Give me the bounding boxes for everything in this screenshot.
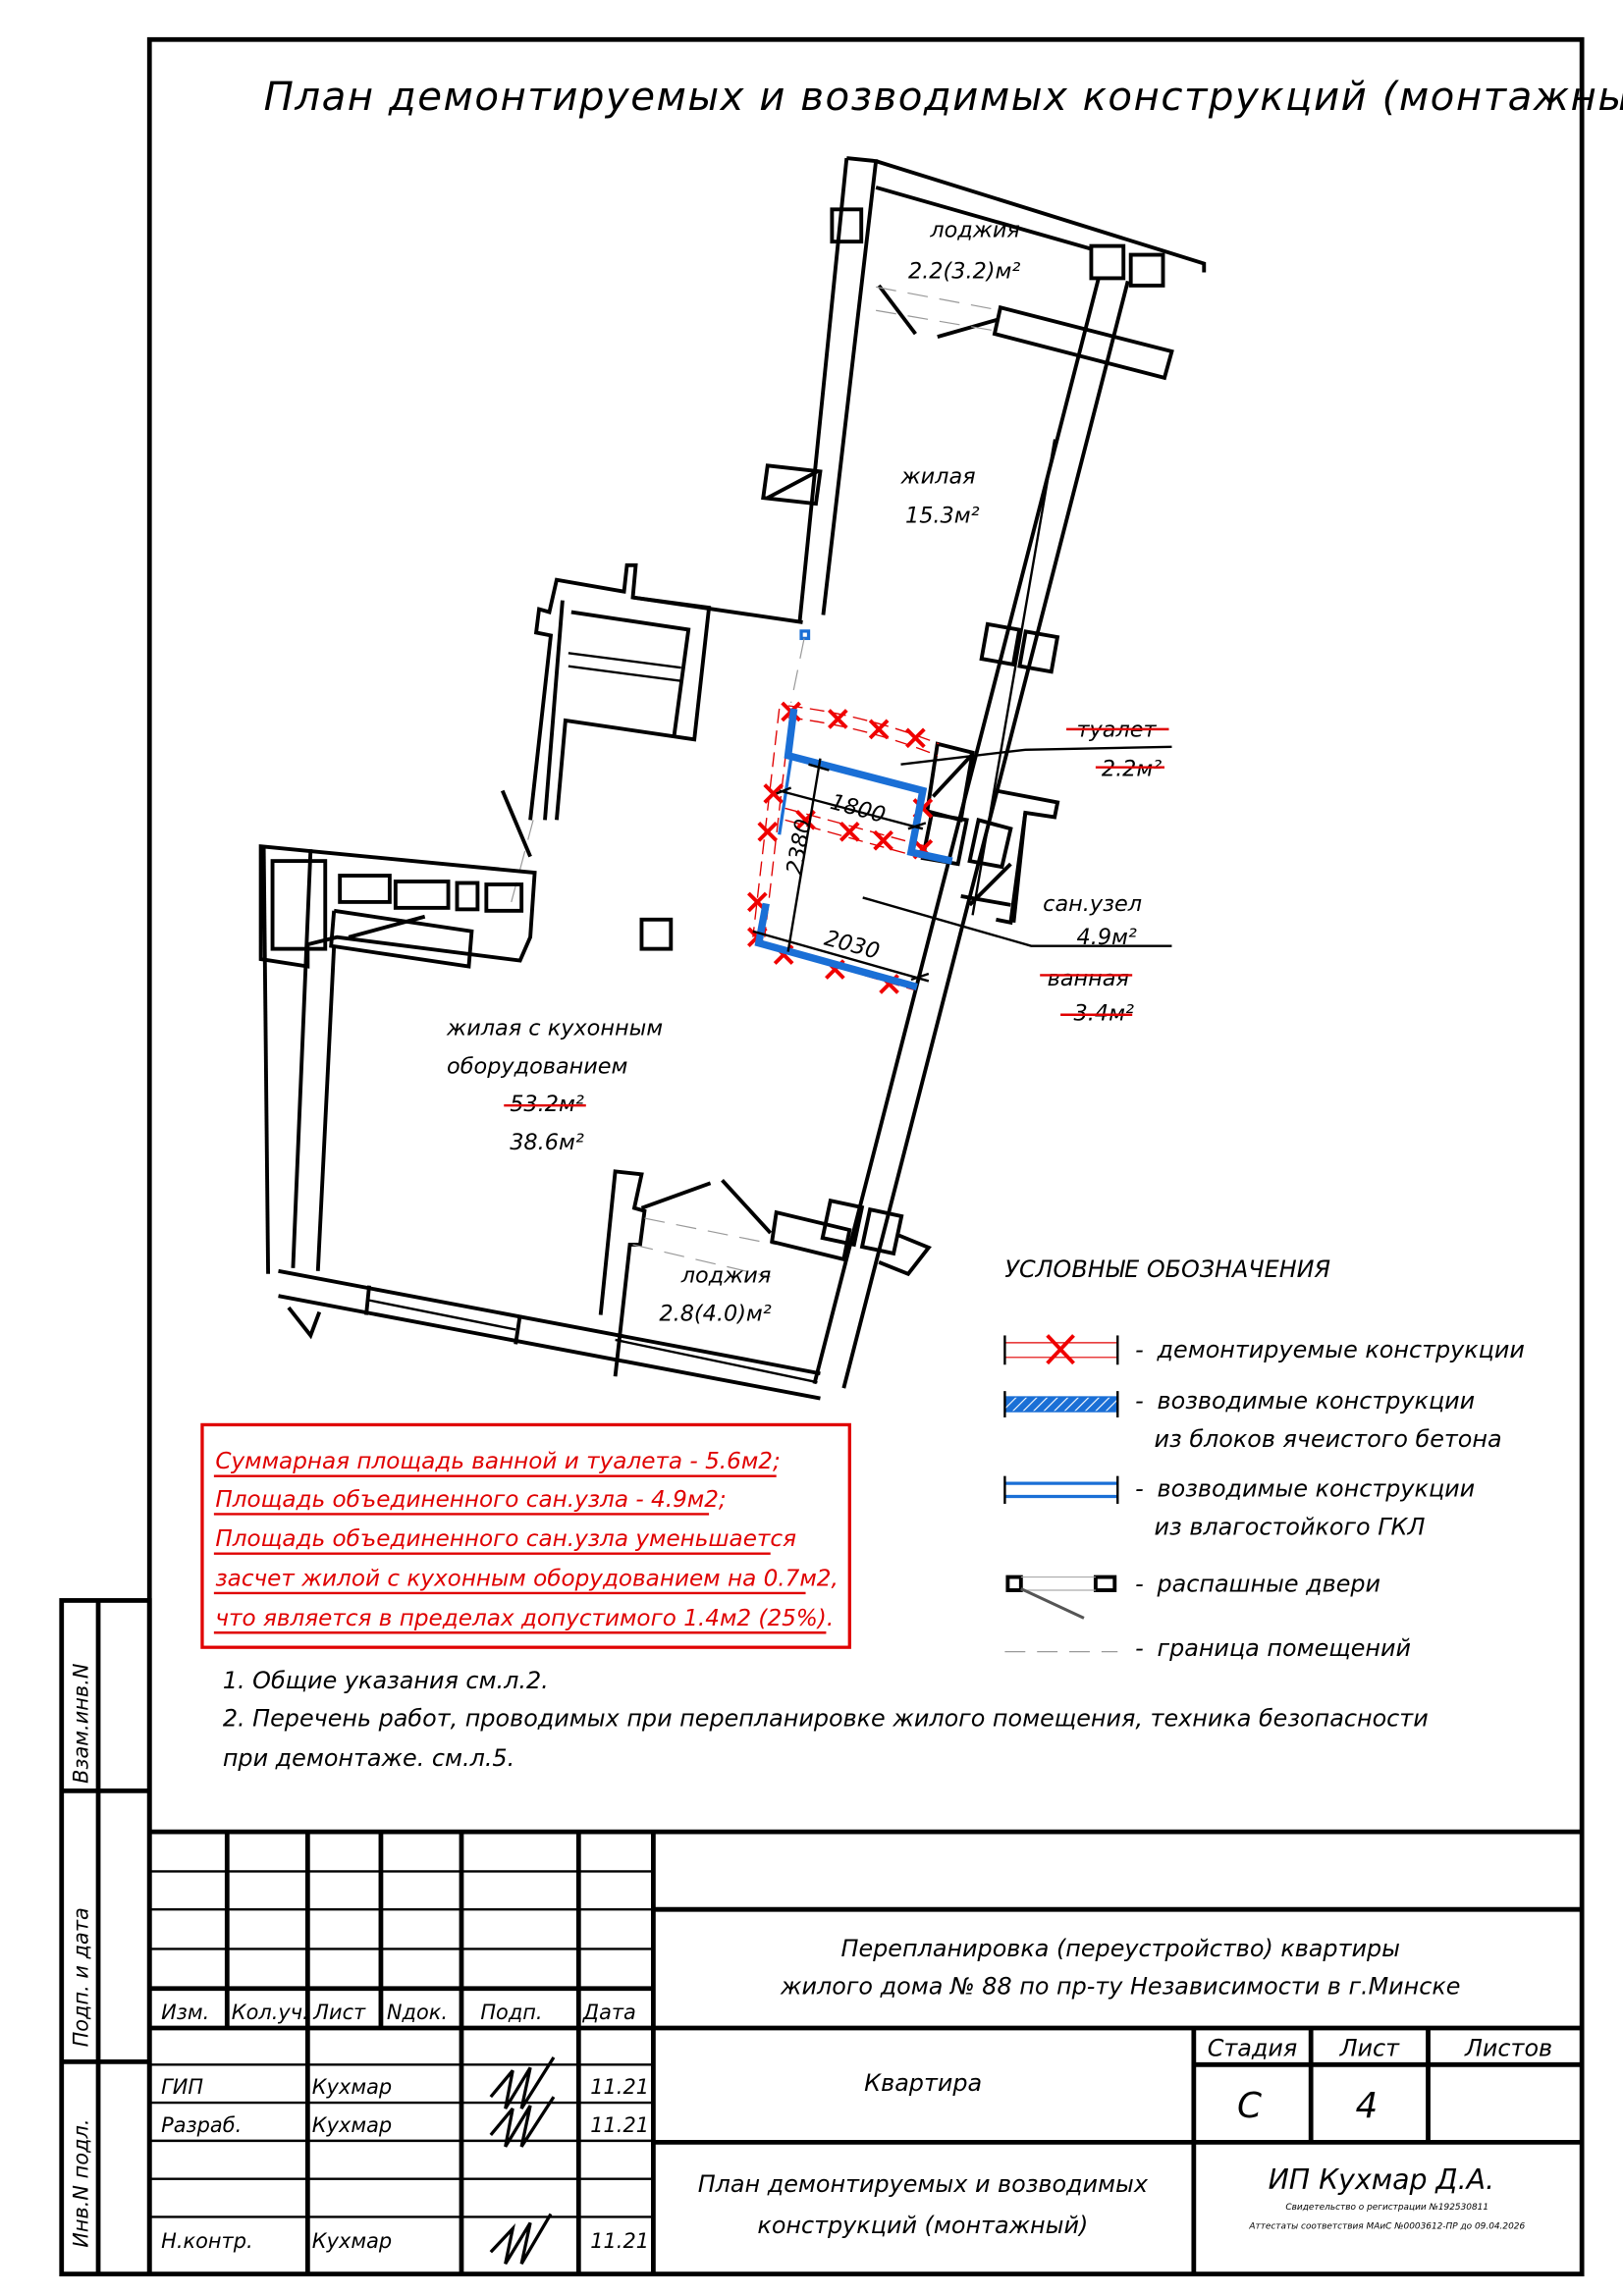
signer-role-nkontr: Н.контр. [161,2229,252,2253]
header-izm: Изм. [161,2001,209,2024]
header-podp: Подп. [480,2001,542,2024]
object-name: Квартира [864,2069,982,2097]
legend-dash: - [1135,1336,1144,1363]
company-registration: Свидетельство о регистрации №192530811 [1285,2203,1488,2213]
title-block-grid [149,1829,1583,2274]
legend-item-gkl-2: из влагостойкого ГКЛ [1155,1513,1426,1540]
new-walls [754,629,953,991]
stamp-vzam-inv: Взам.инв.N [70,1663,93,1784]
sheet-header: Лист [1339,2034,1401,2061]
room-kitchen-name-2: оборудованием [447,1053,627,1079]
signature-razrab [489,2096,556,2148]
project-line-1: Перепланировка (переустройство) квартиры [841,1935,1400,1962]
room-loggia-bottom-name: лоджия [680,1263,772,1289]
room-kitchen-name-1: жилая с кухонным [446,1016,663,1041]
room-toilet-area: 2.2м² [1102,757,1162,782]
company-attestation: Аттестаты соответствия МАиС №0003612-ПР … [1248,2221,1525,2231]
legend-title: УСЛОВНЫЕ ОБОЗНАЧЕНИЯ [1004,1255,1330,1283]
legend-dash: - [1135,1570,1144,1597]
stage-header: Стадия [1208,2034,1298,2061]
project-line-2: жилого дома № 88 по пр-ту Независимости … [780,1973,1460,2001]
header-list: Лист [312,2001,366,2024]
header-data: Дата [582,2001,636,2024]
signer-name-nkontr: Кухмар [312,2229,392,2253]
demolition-x-mark [905,727,926,749]
legend-symbol-aerated-concrete [1003,1391,1119,1417]
dimension-2380: 2380 [782,818,816,878]
demolition-x-mark [839,821,860,842]
signer-date-nkontr: 11.21 [590,2229,649,2253]
sheet-title-line-2: конструкций (монтажный) [757,2212,1088,2239]
demolition-x-mark [757,821,779,842]
sheet-frame [59,36,1585,2277]
stage-value: С [1237,2086,1262,2126]
legend-symbol-gkl [1003,1475,1119,1504]
room-bath-name: ванная [1048,966,1129,991]
note-2: 2. Перечень работ, проводимых при перепл… [223,1705,1429,1733]
sheet-title-line-1: План демонтируемых и возводимых [698,2170,1149,2198]
demolition-x-mark [873,829,893,851]
demolition-x-mark [828,709,848,729]
demolition-x-mark [763,783,784,804]
signature-gip [489,2056,556,2109]
legend-item-aerated-2: из блоков ячеистого бетона [1155,1425,1502,1453]
leader-lines [862,745,1172,947]
room-kitchen-area-new: 38.6м² [510,1130,584,1155]
room-loggia-bottom-area: 2.8(4.0)м² [659,1302,771,1327]
sheet-number: 4 [1355,2086,1378,2126]
header-ndok: Nдок. [387,2001,448,2024]
demolition-x-mark [868,719,890,740]
legend-dash: - [1135,1634,1144,1662]
signer-name-razrab: Кухмар [312,2113,392,2137]
signer-role-razrab: Разраб. [161,2113,242,2137]
red-note-line-2: Площадь объединенного сан.узла - 4.9м2; [215,1487,726,1513]
legend-symbol-demolished [1003,1334,1119,1365]
legend-item-aerated-1: возводимые конструкции [1158,1387,1476,1415]
title-block: Изм. Кол.уч. Лист Nдок. Подп. Дата ГИП К… [161,1935,1552,2266]
note-1: 1. Общие указания см.л.2. [223,1667,549,1694]
red-note-line-5: что является в пределах допустимого 1.4м… [215,1606,834,1631]
signer-date-gip: 11.21 [590,2075,649,2099]
stamp-podp-data: Подп. и дата [70,1907,93,2047]
legend-item-door: распашные двери [1157,1570,1381,1597]
legend-dash: - [1135,1387,1144,1415]
stamp-inv-podl: Инв.N подл. [70,2118,93,2247]
room-loggia-top-area: 2.2(3.2)м² [908,258,1020,284]
room-labels: лоджия 2.2(3.2)м² жилая 15.3м² туалет 2.… [446,218,1169,1327]
dimension-lines [752,758,930,983]
floor-plan-walls [258,156,1207,1401]
legend-dash: - [1135,1475,1144,1503]
signer-name-gip: Кухмар [312,2075,392,2099]
signer-date-razrab: 11.21 [590,2113,649,2137]
red-note-line-3: Площадь объединенного сан.узла уменьшает… [215,1526,796,1552]
signature-nkontr [489,2213,553,2266]
room-living-area: 15.3м² [905,504,980,529]
header-kol: Кол.уч. [232,2001,309,2024]
red-note-line-4: засчет жилой с кухонным оборудованием на… [215,1567,838,1592]
drawing-title: План демонтируемых и возводимых конструк… [264,75,1623,120]
room-loggia-top-name: лоджия [929,218,1020,243]
signer-role-gip: ГИП [161,2075,203,2099]
red-note-box: Суммарная площадь ванной и туалета - 5.6… [200,1422,851,1649]
red-note-line-1: Суммарная площадь ванной и туалета - 5.6… [215,1449,780,1474]
legend: УСЛОВНЫЕ ОБОЗНАЧЕНИЯ - демонтируемые кон… [1003,1255,1525,1662]
room-living-name: жилая [899,463,975,489]
note-3: при демонтаже. см.л.5. [223,1744,514,1772]
legend-item-gkl-1: возводимые конструкции [1158,1475,1476,1503]
legend-item-boundary: граница помещений [1158,1634,1412,1662]
room-sanuzel-name: сан.узел [1043,891,1142,917]
room-sanuzel-area: 4.9м² [1076,925,1136,950]
legend-item-demolished: демонтируемые конструкции [1157,1336,1525,1363]
legend-symbol-door [1005,1575,1117,1620]
company-name: ИП Кухмар Д.А. [1269,2163,1494,2196]
sheets-header: Листов [1464,2034,1552,2061]
